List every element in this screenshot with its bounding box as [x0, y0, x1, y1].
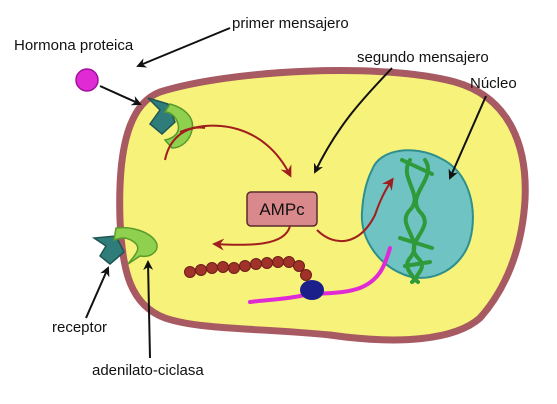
ribosome	[300, 280, 324, 300]
pathway-arrow-camp-to-protein	[212, 225, 291, 251]
label-segundo-mensajero: segundo mensajero	[357, 49, 489, 66]
receptor-bottom	[91, 226, 158, 265]
arrow-receptor	[85, 266, 110, 319]
pathway-arrow-camp-to-nucleus	[316, 177, 394, 243]
pathway-arrow-hormone-to-receptor	[99, 85, 142, 106]
camp-box	[246, 191, 318, 227]
arrow-adenilato-ciclasa	[143, 260, 154, 359]
label-receptor: receptor	[52, 319, 107, 336]
label-primer-mensajero: primer mensajero	[232, 15, 349, 32]
label-adenilato-ciclasa: adenilato-ciclasa	[92, 362, 204, 379]
pathway-arrow-membrane-to-camp	[164, 126, 206, 161]
camp-label: AMPc	[259, 200, 305, 219]
protein-chain	[184, 256, 312, 281]
dna-strands	[398, 158, 434, 284]
label-nucleo: Núcleo	[470, 75, 517, 92]
label-hormona-proteica: Hormona proteica	[14, 37, 134, 54]
mrna-strand	[248, 246, 392, 304]
arrow-nucleo	[448, 95, 487, 180]
arrow-segundo-mensajero	[313, 67, 393, 174]
receptor-top	[147, 97, 194, 149]
hormone-molecule	[75, 68, 99, 92]
arrow-primer-mensajero	[136, 27, 231, 68]
